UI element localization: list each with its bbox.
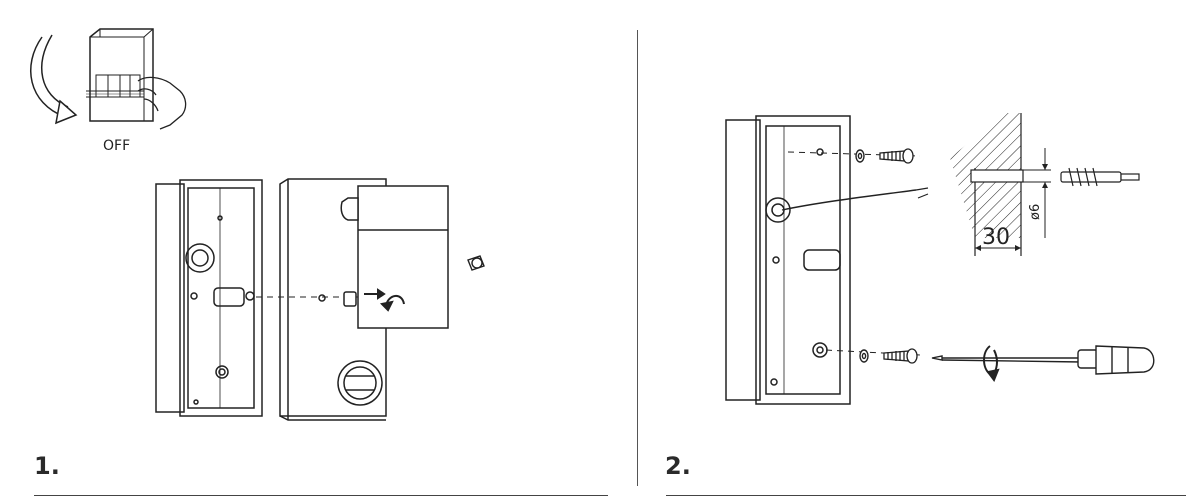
lamp-exploded-view — [155, 178, 485, 421]
screw-top — [879, 148, 914, 164]
cap-nut — [467, 255, 485, 271]
washer-bottom — [859, 349, 869, 363]
mounting-box — [155, 179, 263, 417]
step-number-1: 1. — [34, 452, 60, 480]
step-number-2: 2. — [665, 452, 691, 480]
depth-dimension-label: 30 — [982, 225, 1010, 250]
breaker-switch-illustration — [29, 28, 187, 130]
screws-and-washers — [855, 148, 918, 364]
wall-drilling-detail: 30 ø6 — [950, 113, 1140, 256]
screw-bottom — [883, 348, 918, 364]
hand-icon — [137, 76, 187, 130]
step-2-panel: 30 ø6 2. — [640, 0, 1187, 502]
wall-plug-icon — [1060, 167, 1140, 187]
step-2-rule — [666, 495, 1186, 496]
step-1-panel: OFF — [29, 28, 608, 496]
off-label: OFF — [103, 138, 131, 154]
rotate-arrow-icon — [29, 36, 66, 118]
lamp-head — [340, 185, 449, 329]
rotate-direction-icon — [364, 288, 405, 312]
step-1-rule — [34, 495, 608, 496]
mounting-box-with-cable — [725, 115, 929, 405]
panel-divider — [637, 30, 638, 486]
washer-top — [855, 149, 865, 163]
diameter-dimension-label: ø6 — [1028, 204, 1043, 220]
screwdriver-icon — [931, 345, 1155, 383]
power-cable — [781, 189, 917, 211]
rotate-clockwise-icon — [983, 345, 1000, 383]
